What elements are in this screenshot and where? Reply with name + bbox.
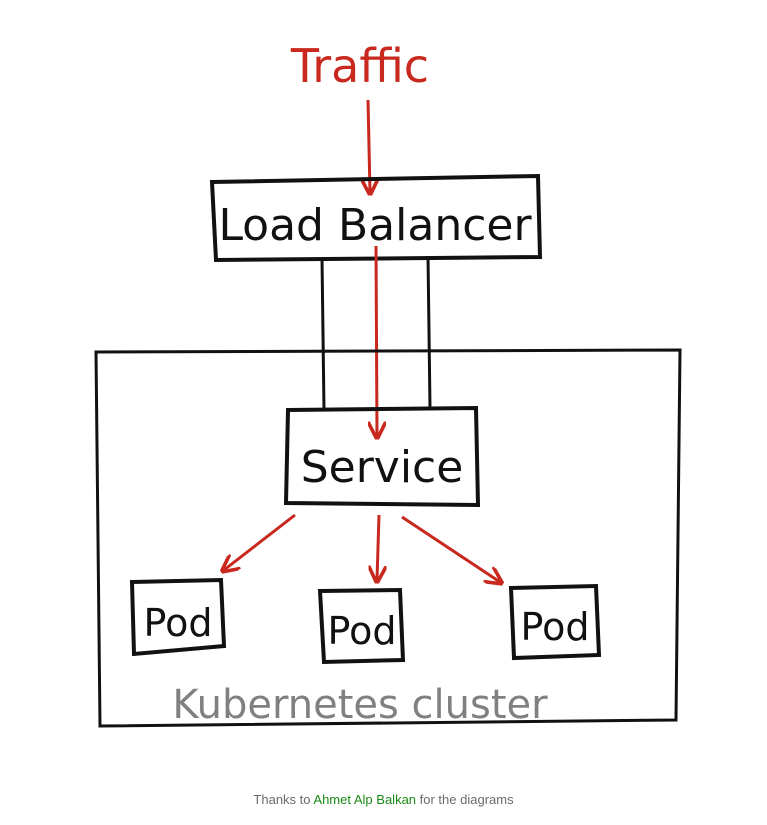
pod-node: Pod [317,587,406,665]
lb-connector-right [426,255,432,409]
load-balancer-node: Load Balancer [209,173,543,263]
caption-prefix: Thanks to [253,792,314,807]
pod-node: Pod [508,583,602,661]
author-link[interactable]: Ahmet Alp Balkan [313,792,417,807]
traffic-arrow [368,99,370,192]
service-label: Service [301,442,464,493]
pod-label: Pod [144,601,213,645]
pod-node: Pod [129,577,227,657]
kubernetes-load-balancer-diagram: Traffic Load Balancer Kubernetes cluster… [94,39,682,728]
image-caption: Thanks to Ahmet Alp Balkan for the diagr… [0,792,767,807]
lb-to-service-arrow [376,245,377,436]
service-node: Service [283,405,481,508]
traffic-label: Traffic [290,39,429,93]
load-balancer-label: Load Balancer [218,200,532,251]
service-to-pod-2-arrow [377,514,379,580]
pod-label: Pod [521,605,590,649]
kubernetes-cluster: Kubernetes cluster [94,348,682,728]
caption-suffix: for the diagrams [416,792,514,807]
pod-label: Pod [328,609,397,653]
cluster-label: Kubernetes cluster [172,682,548,728]
lb-connector-left [320,257,326,411]
service-to-pod-3-arrow [401,515,500,582]
service-to-pod-1-arrow [224,513,296,570]
